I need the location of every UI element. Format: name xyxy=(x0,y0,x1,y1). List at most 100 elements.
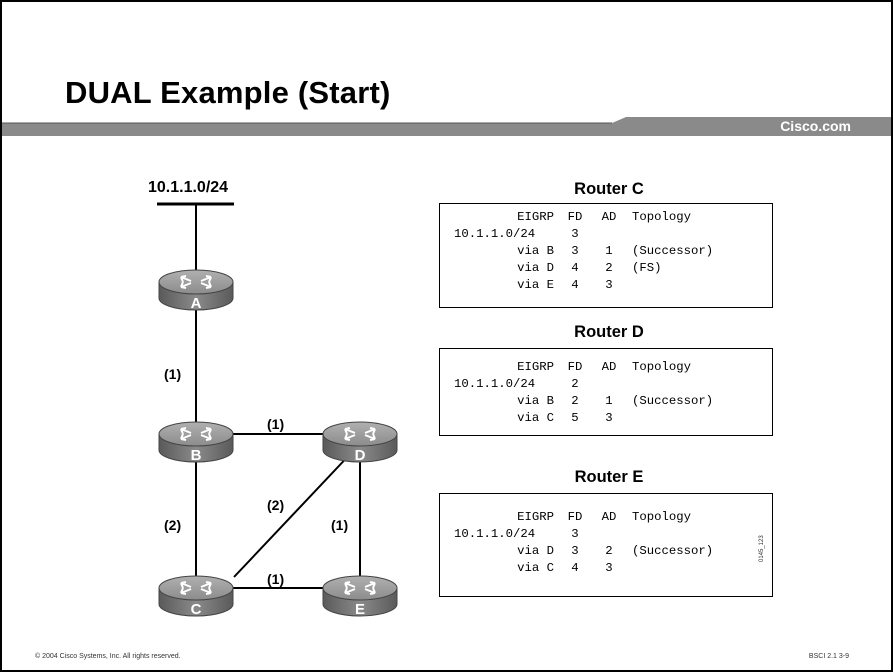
cell-dest: via E xyxy=(517,278,554,292)
table-row: via C 4 3 xyxy=(454,560,713,577)
router-d-icon: D xyxy=(322,421,398,464)
cell-dest: via D xyxy=(517,544,554,558)
cell-dest: via C xyxy=(517,411,554,425)
header-topology: Topology xyxy=(632,360,692,374)
header-topology: Topology xyxy=(632,510,692,524)
cell-topology: (Successor) xyxy=(632,544,714,558)
header-eigrp: EIGRP xyxy=(517,510,554,524)
cell-fd: 3 xyxy=(571,227,579,241)
cell-ad xyxy=(596,526,622,543)
header-fd: FD xyxy=(567,510,583,524)
header-band xyxy=(2,117,891,136)
page-number: BSCI 2.1 3-9 xyxy=(808,653,849,660)
cost-b-d: (1) xyxy=(267,416,284,432)
cost-b-c: (2) xyxy=(164,517,181,533)
router-d-label: D xyxy=(355,447,366,464)
header-ad: AD xyxy=(601,510,617,524)
cell-topology: (Successor) xyxy=(632,244,714,258)
cell-topology: (FS) xyxy=(632,261,662,275)
table-header-row: EIGRP FD AD Topology xyxy=(454,509,713,526)
router-b-icon: B xyxy=(158,421,234,464)
table-row: 10.1.1.0/24 2 xyxy=(454,376,713,393)
router-c-icon: C xyxy=(158,575,234,618)
cell-ad: 3 xyxy=(605,411,613,425)
table-header-row: EIGRP FD AD Topology xyxy=(454,359,713,376)
cell-topology: (Successor) xyxy=(632,394,714,408)
cell-fd: 4 xyxy=(571,561,579,575)
cell-dest: 10.1.1.0/24 xyxy=(454,227,536,241)
cost-c-e: (1) xyxy=(267,571,284,587)
router-e-table-box: EIGRP FD AD Topology 10.1.1.0/24 3 via D… xyxy=(439,493,773,597)
cell-fd: 4 xyxy=(571,278,579,292)
router-b-label: B xyxy=(191,447,202,464)
cell-ad: 3 xyxy=(605,278,613,292)
router-d-table: EIGRP FD AD Topology 10.1.1.0/24 2 via B… xyxy=(454,359,713,427)
router-e-table: EIGRP FD AD Topology 10.1.1.0/24 3 via D… xyxy=(454,509,713,577)
cost-d-e: (1) xyxy=(331,517,348,533)
router-e-table-title: Router E xyxy=(574,468,644,486)
network-label: 10.1.1.0/24 xyxy=(148,179,228,196)
cell-fd: 3 xyxy=(571,244,579,258)
router-d-table-title: Router D xyxy=(574,323,644,341)
table-row: via E 4 3 xyxy=(454,277,713,294)
cell-fd: 4 xyxy=(571,261,579,275)
cell-dest: 10.1.1.0/24 xyxy=(454,377,536,391)
table-row: via C 5 3 xyxy=(454,410,713,427)
cell-fd: 5 xyxy=(571,411,579,425)
cell-ad: 3 xyxy=(605,561,613,575)
cell-ad: 2 xyxy=(605,261,613,275)
router-c-table-box: EIGRP FD AD Topology 10.1.1.0/24 3 via B… xyxy=(439,203,773,308)
header-eigrp: EIGRP xyxy=(517,210,554,224)
header-fd: FD xyxy=(567,210,583,224)
cell-topology xyxy=(622,226,713,243)
table-row: via B 3 1 (Successor) xyxy=(454,243,713,260)
header-ad: AD xyxy=(601,210,617,224)
cell-ad: 1 xyxy=(605,244,613,258)
router-c-table: EIGRP FD AD Topology 10.1.1.0/24 3 via B… xyxy=(454,209,713,294)
cell-ad: 2 xyxy=(605,544,613,558)
link-c-d xyxy=(233,449,355,578)
cell-fd: 2 xyxy=(571,377,579,391)
table-row: via D 4 2 (FS) xyxy=(454,260,713,277)
router-a-icon: A xyxy=(158,269,234,312)
router-a-label: A xyxy=(191,295,202,312)
router-c-label: C xyxy=(191,601,202,618)
cost-a-b: (1) xyxy=(164,366,181,382)
cell-fd: 3 xyxy=(571,544,579,558)
figure-id: 0145_123 xyxy=(759,535,765,562)
table-header-row: EIGRP FD AD Topology xyxy=(454,209,713,226)
router-d-table-box: EIGRP FD AD Topology 10.1.1.0/24 2 via B… xyxy=(439,348,773,436)
cell-fd: 2 xyxy=(571,394,579,408)
cell-topology xyxy=(622,376,713,393)
cell-topology xyxy=(622,277,713,294)
header-fd: FD xyxy=(567,360,583,374)
table-row: 10.1.1.0/24 3 xyxy=(454,226,713,243)
cell-fd: 3 xyxy=(571,527,579,541)
table-row: via B 2 1 (Successor) xyxy=(454,393,713,410)
header-ad: AD xyxy=(601,360,617,374)
cost-c-d: (2) xyxy=(267,497,284,513)
cell-dest: via B xyxy=(517,394,554,408)
copyright: © 2004 Cisco Systems, Inc. All rights re… xyxy=(35,653,181,660)
cell-topology xyxy=(622,526,713,543)
table-row: via D 3 2 (Successor) xyxy=(454,543,713,560)
brand-label: Cisco.com xyxy=(780,118,851,134)
cell-topology xyxy=(622,410,713,427)
cell-dest: via D xyxy=(517,261,554,275)
router-c-table-title: Router C xyxy=(574,180,644,198)
cell-ad xyxy=(596,376,622,393)
cell-dest: via C xyxy=(517,561,554,575)
cell-ad xyxy=(596,226,622,243)
router-e-icon: E xyxy=(322,575,398,618)
router-e-label: E xyxy=(355,601,365,618)
header-topology: Topology xyxy=(632,210,692,224)
cell-ad: 1 xyxy=(605,394,613,408)
cell-dest: 10.1.1.0/24 xyxy=(454,527,536,541)
header-band-shape xyxy=(2,117,891,136)
cell-topology xyxy=(622,560,713,577)
header-eigrp: EIGRP xyxy=(517,360,554,374)
cell-dest: via B xyxy=(517,244,554,258)
slide-title: DUAL Example (Start) xyxy=(65,75,391,110)
